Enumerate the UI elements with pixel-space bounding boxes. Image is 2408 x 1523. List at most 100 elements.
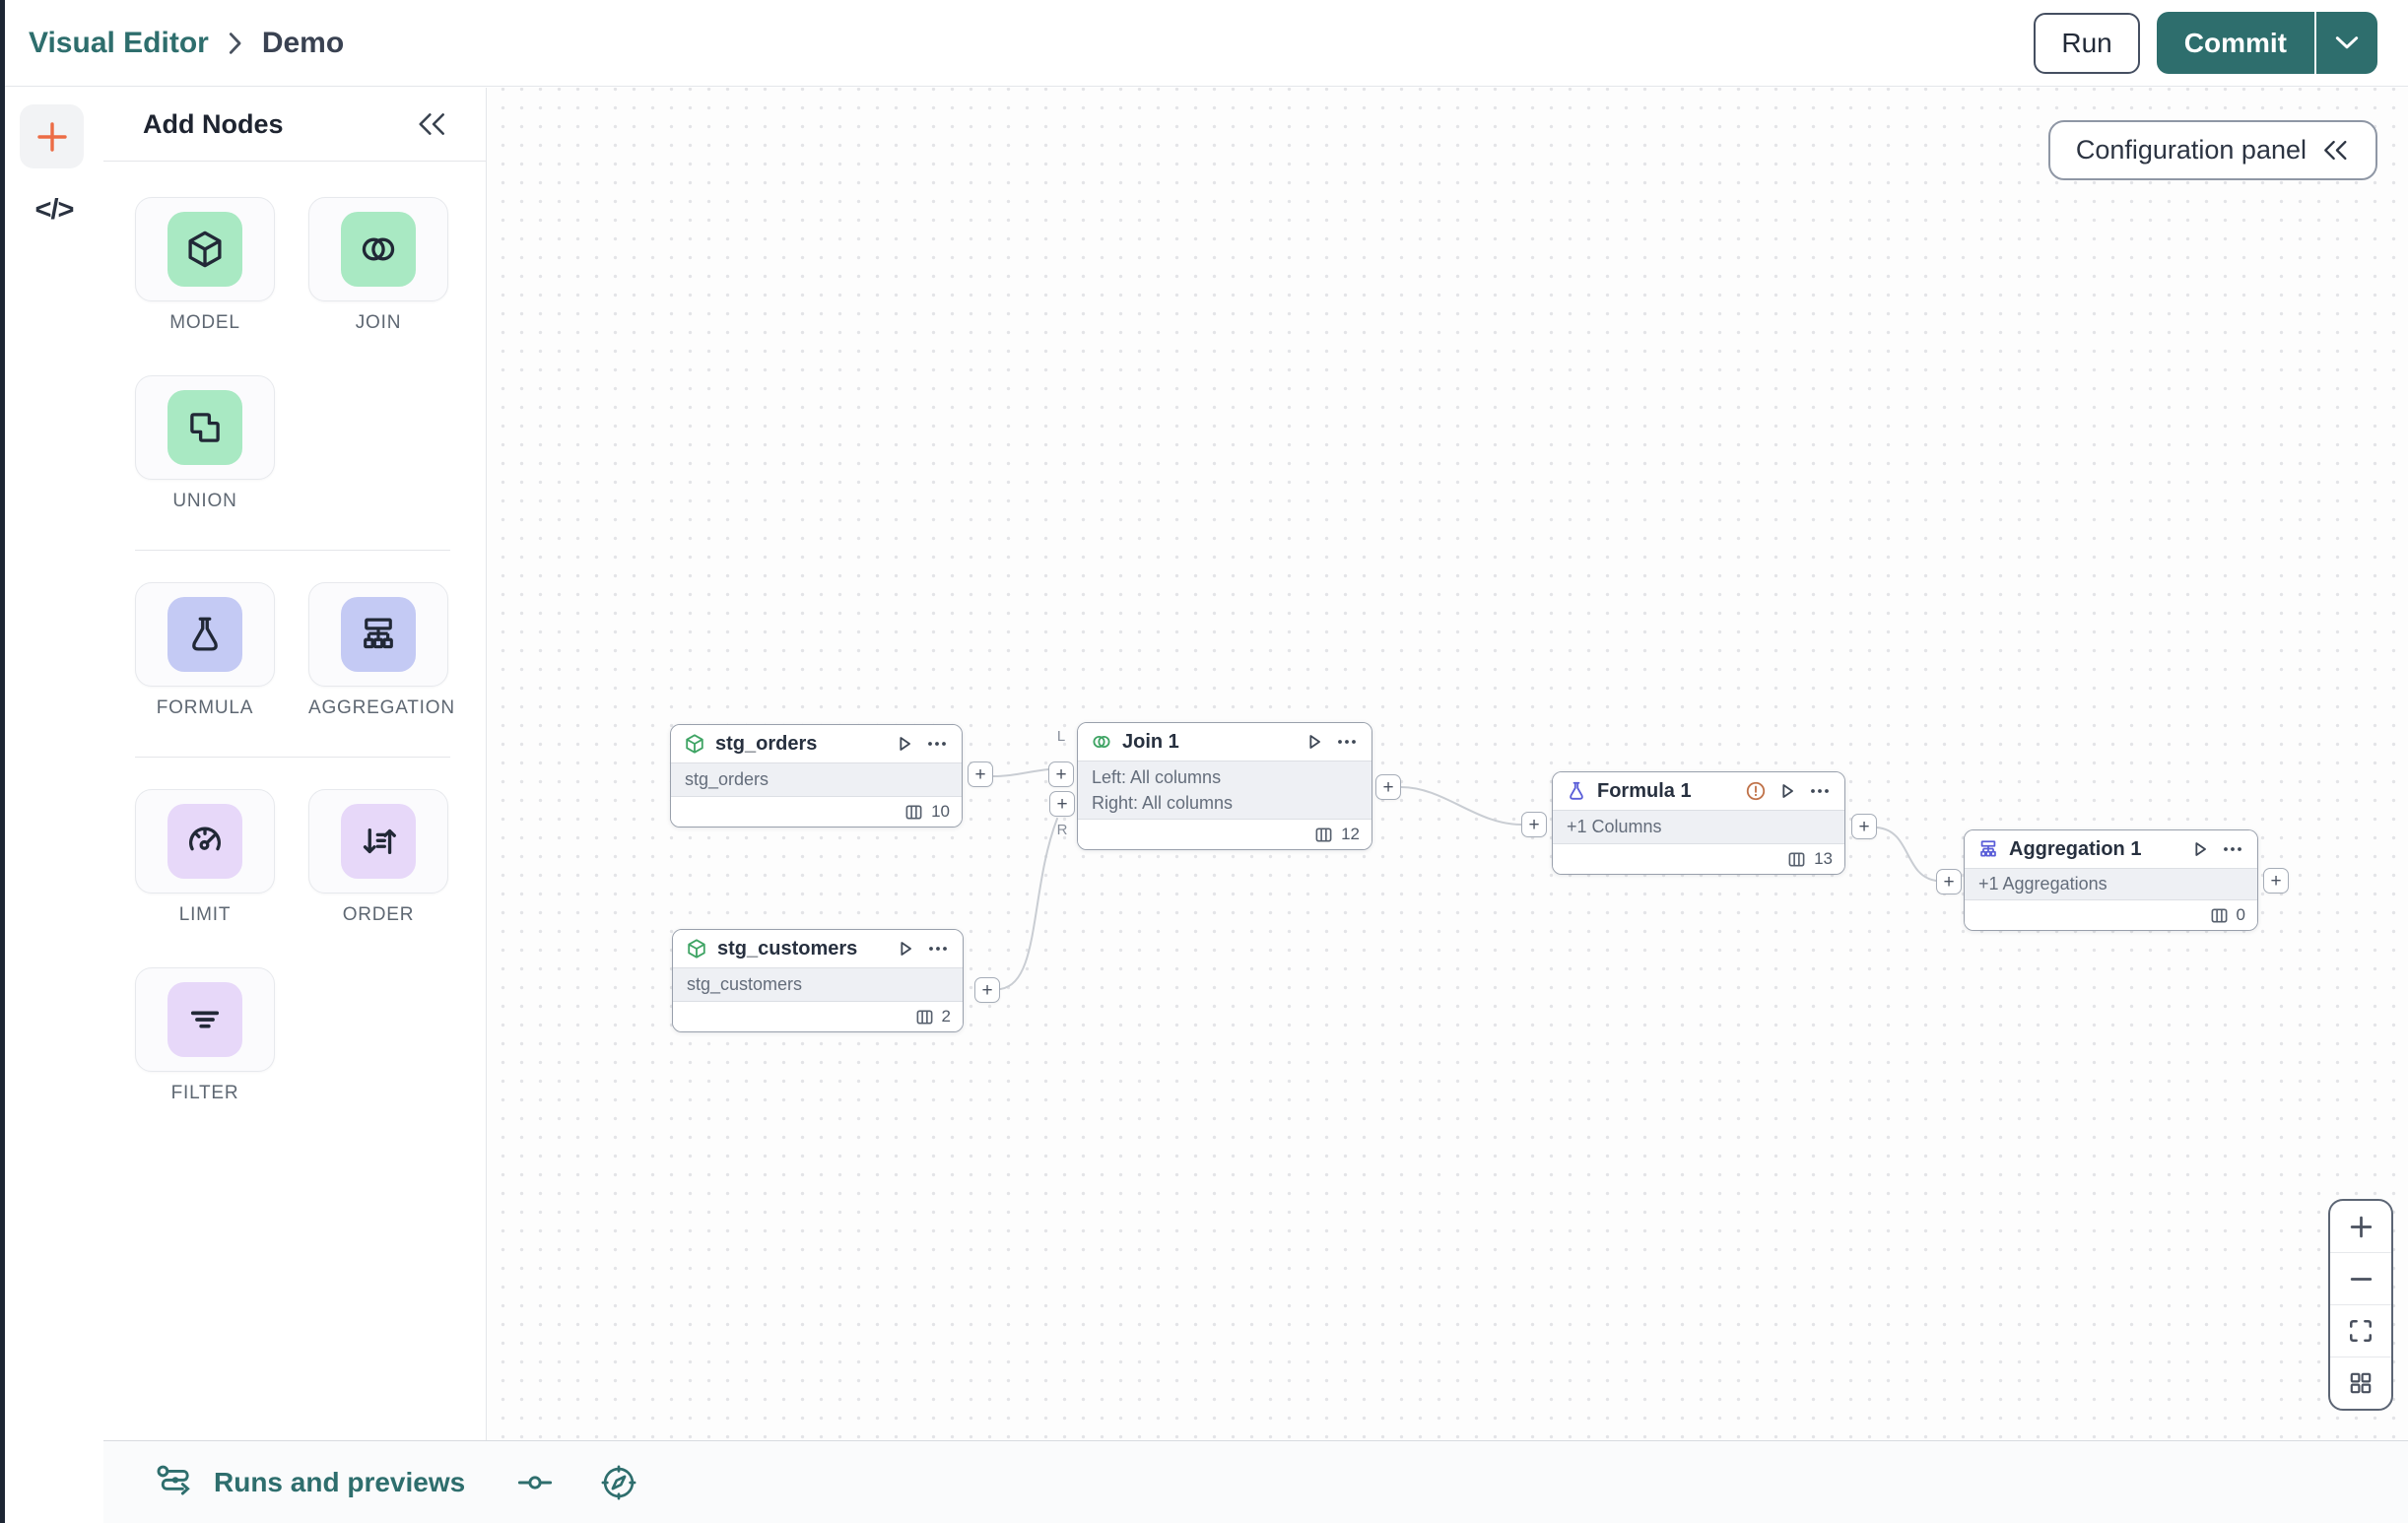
- tile-label: LIMIT: [178, 904, 232, 925]
- commit-button-divider: [2314, 12, 2316, 74]
- join-left-summary: Left: All columns: [1092, 766, 1222, 787]
- node-run-button[interactable]: [2189, 838, 2211, 860]
- pipeline-canvas[interactable]: Configuration panel stg_orders stg_order…: [487, 88, 2408, 1440]
- aggregation-icon: [1980, 840, 1996, 857]
- plus-icon: +: [1382, 776, 1394, 798]
- node-run-button[interactable]: [895, 938, 916, 960]
- breadcrumb-root-link[interactable]: Visual Editor: [29, 26, 209, 59]
- node-stg-orders[interactable]: stg_orders stg_orders 10: [670, 724, 963, 828]
- node-menu-button[interactable]: [2221, 838, 2244, 860]
- fullscreen-icon: [2350, 1320, 2372, 1342]
- tile-union[interactable]: UNION: [135, 375, 275, 512]
- tile-box: [135, 582, 275, 687]
- tile-label: FORMULA: [156, 697, 254, 718]
- tile-model[interactable]: MODEL: [135, 197, 275, 334]
- tile-join[interactable]: JOIN: [308, 197, 448, 334]
- plus-icon: +: [2270, 870, 2282, 892]
- node-join-1[interactable]: Join 1 Left: All columns Right: All colu…: [1077, 722, 1372, 850]
- node-stg-customers[interactable]: stg_customers stg_customers 2: [672, 929, 964, 1032]
- explore-button[interactable]: [599, 1463, 638, 1502]
- port-stg-orders-output[interactable]: +: [968, 762, 993, 787]
- cube-icon: [686, 734, 703, 754]
- minus-icon: [2350, 1277, 2372, 1281]
- port-aggregation-input[interactable]: +: [1936, 869, 1962, 894]
- plus-icon: +: [974, 763, 986, 785]
- configuration-panel-label: Configuration panel: [2075, 135, 2307, 165]
- join-icon: [341, 212, 416, 287]
- cube-icon: [688, 939, 705, 959]
- node-body: stg_orders: [671, 763, 962, 797]
- port-formula-output[interactable]: +: [1851, 814, 1877, 839]
- tile-limit[interactable]: LIMIT: [135, 789, 275, 926]
- node-title: Aggregation 1: [2009, 837, 2142, 860]
- configuration-panel-button[interactable]: Configuration panel: [2047, 120, 2377, 180]
- node-summary: stg_customers: [687, 974, 803, 994]
- port-stg-customers-output[interactable]: +: [974, 977, 1000, 1003]
- runs-and-previews-title: Runs and previews: [214, 1466, 466, 1497]
- top-header: Visual Editor Demo Run Commit: [5, 0, 2408, 87]
- play-icon: [901, 942, 911, 956]
- filter-icon: [167, 982, 242, 1057]
- node-menu-button[interactable]: [926, 938, 950, 960]
- add-node-button[interactable]: [20, 104, 84, 168]
- plus-icon: +: [1528, 814, 1540, 835]
- join-icon: [1093, 735, 1110, 749]
- tile-box: [135, 789, 275, 894]
- node-header: stg_orders: [671, 725, 962, 763]
- code-view-button[interactable]: </>: [5, 194, 103, 227]
- node-footer: 0: [1965, 900, 2257, 930]
- node-summary: +1 Columns: [1567, 817, 1662, 836]
- columns-icon: [1788, 852, 1805, 866]
- node-run-button[interactable]: [1304, 731, 1325, 753]
- node-header: Formula 1: [1553, 772, 1844, 811]
- node-header: Aggregation 1: [1965, 830, 2257, 869]
- node-menu-button[interactable]: [1808, 780, 1832, 802]
- gauge-icon: [167, 804, 242, 879]
- commit-dropdown-button[interactable]: [2316, 12, 2377, 74]
- node-aggregation-1[interactable]: Aggregation 1 +1 Aggregations 0: [1964, 829, 2258, 931]
- node-run-button[interactable]: [894, 733, 915, 755]
- collapse-panel-button[interactable]: [417, 112, 448, 136]
- commit-split-button[interactable]: Commit: [2156, 12, 2377, 74]
- commit-button[interactable]: Commit: [2183, 27, 2287, 58]
- warning-indicator[interactable]: [1745, 780, 1767, 802]
- tile-label: FILTER: [170, 1083, 239, 1103]
- columns-icon: [1315, 828, 1332, 841]
- node-footer: 10: [671, 797, 962, 827]
- tile-order[interactable]: ORDER: [308, 789, 448, 926]
- fit-view-button[interactable]: [2330, 1304, 2391, 1357]
- edge-stg-customers-to-join-right: [999, 818, 1058, 990]
- runs-and-previews-bar[interactable]: Runs and previews: [103, 1440, 2408, 1523]
- port-formula-input[interactable]: +: [1521, 812, 1547, 837]
- tile-box: [308, 197, 448, 301]
- tile-box: [135, 197, 275, 301]
- column-count: 2: [941, 1007, 951, 1026]
- zoom-out-button[interactable]: [2330, 1252, 2391, 1304]
- node-body: stg_customers: [673, 968, 963, 1002]
- sort-icon: [341, 804, 416, 879]
- play-icon: [2195, 842, 2206, 856]
- node-formula-1[interactable]: Formula 1 +1 Columns 13: [1552, 771, 1845, 875]
- tile-aggregation[interactable]: AGGREGATION: [308, 582, 454, 719]
- port-join-right-input[interactable]: +: [1049, 791, 1075, 817]
- node-menu-button[interactable]: [925, 733, 949, 755]
- tile-filter[interactable]: FILTER: [135, 967, 275, 1104]
- zoom-in-button[interactable]: [2330, 1201, 2391, 1252]
- port-aggregation-output[interactable]: +: [2263, 868, 2289, 894]
- run-button-label: Run: [2061, 27, 2112, 58]
- commit-icon: [518, 1475, 553, 1490]
- run-button[interactable]: Run: [2034, 12, 2140, 74]
- node-run-button[interactable]: [1776, 780, 1798, 802]
- join-right-summary: Right: All columns: [1092, 792, 1234, 813]
- port-join-output[interactable]: +: [1375, 774, 1401, 800]
- commit-node-button[interactable]: [516, 1464, 554, 1501]
- node-body: +1 Aggregations: [1965, 869, 2257, 900]
- tile-formula[interactable]: FORMULA: [135, 582, 275, 719]
- minimap-button[interactable]: [2330, 1357, 2391, 1409]
- flask-icon: [167, 597, 242, 672]
- node-footer: 12: [1078, 820, 1371, 849]
- play-icon: [1309, 735, 1320, 749]
- chevron-down-icon: [2335, 36, 2359, 49]
- node-menu-button[interactable]: [1335, 731, 1359, 753]
- port-join-left-input[interactable]: +: [1048, 762, 1074, 787]
